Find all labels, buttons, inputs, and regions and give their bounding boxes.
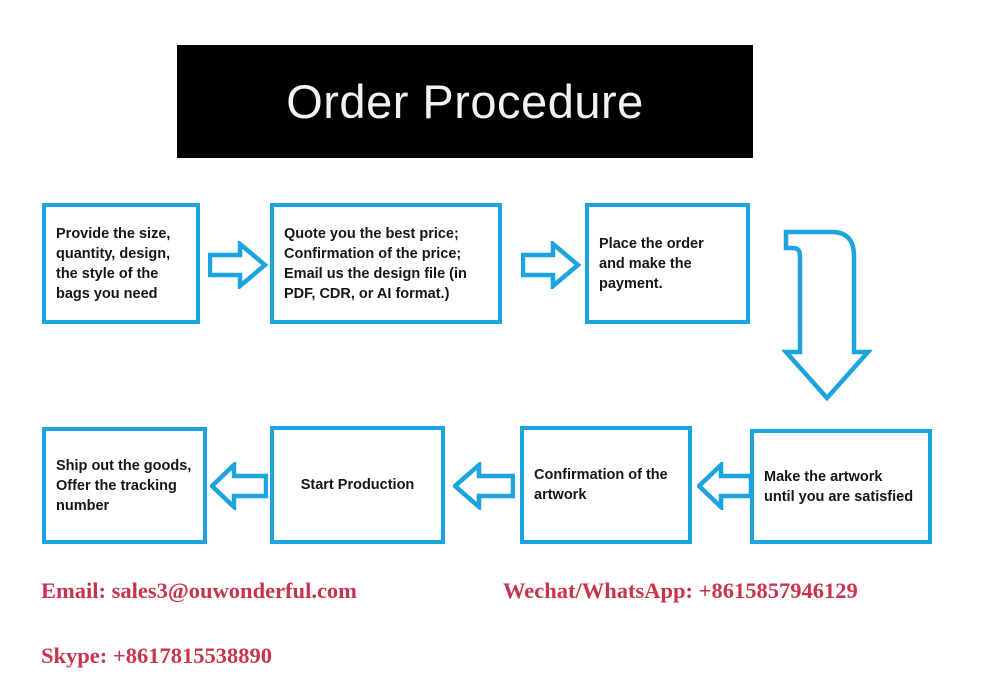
flow-box-provide-details: Provide the size, quantity, design, the … xyxy=(42,203,200,324)
flow-box-quote-price: Quote you the best price; Confirmation o… xyxy=(270,203,502,324)
flow-box-start-production: Start Production xyxy=(270,426,445,544)
flow-box-ship-goods: Ship out the goods, Offer the tracking n… xyxy=(42,427,207,544)
arrow-left-icon xyxy=(451,460,516,512)
title-banner: Order Procedure xyxy=(177,45,753,158)
arrow-left-icon xyxy=(695,459,754,513)
flow-box-label: Provide the size, quantity, design, the … xyxy=(56,225,171,302)
flow-box-label: Ship out the goods, Offer the tracking n… xyxy=(56,457,192,514)
flow-box-label: Make the artwork until you are satisfied xyxy=(764,468,914,505)
contact-skype: Skype: +8617815538890 xyxy=(41,643,272,668)
contact-email: Email: sales3@ouwonderful.com xyxy=(41,578,357,603)
arrow-left-icon xyxy=(208,459,269,513)
flow-box-confirmation-artwork: Confirmation of the artwork xyxy=(520,426,692,544)
flow-box-make-artwork: Make the artwork until you are satisfied xyxy=(750,429,932,544)
page-title: Order Procedure xyxy=(286,75,644,128)
arrow-right-icon xyxy=(520,239,582,291)
flow-box-label: Start Production xyxy=(300,477,415,493)
flow-box-label: Quote you the best price; Confirmation o… xyxy=(284,225,467,302)
flow-box-label: Place the order and make the payment. xyxy=(599,235,704,292)
flow-box-place-order: Place the order and make the payment. xyxy=(585,203,750,324)
flow-box-label: Confirmation of the artwork xyxy=(534,467,668,503)
arrow-elbow-right-down-icon xyxy=(780,222,874,402)
contact-wechat-whatsapp: Wechat/WhatsApp: +8615857946129 xyxy=(503,578,858,603)
arrow-right-icon xyxy=(207,239,269,291)
